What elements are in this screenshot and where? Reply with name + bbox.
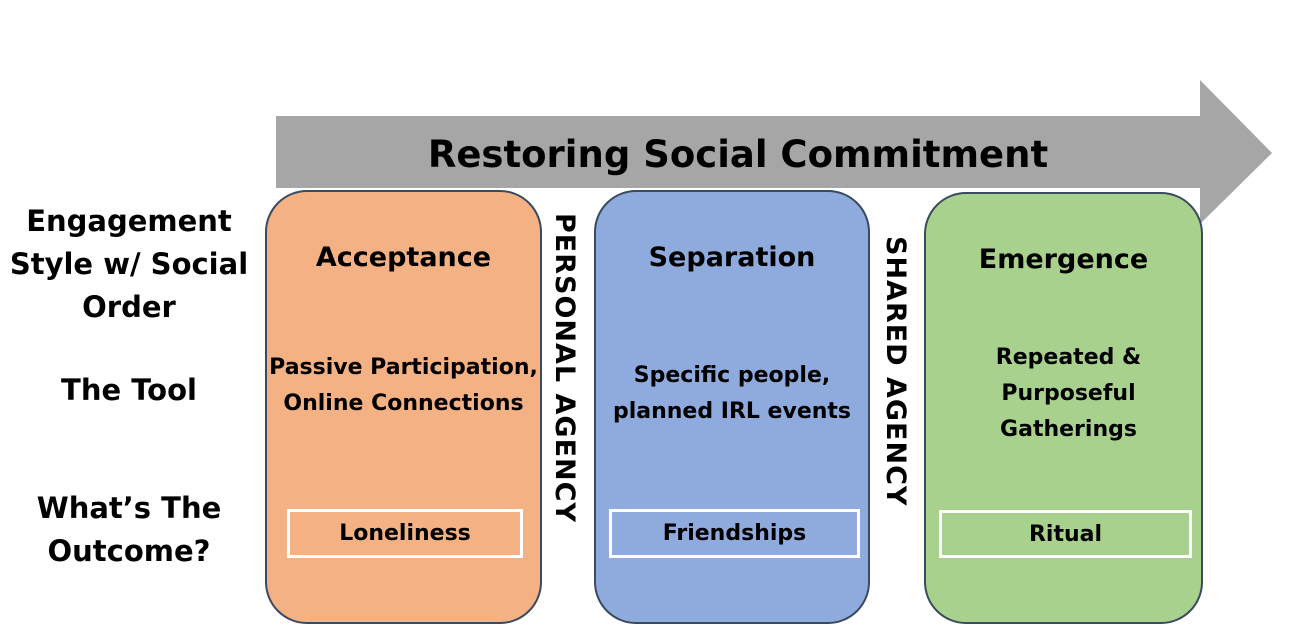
stage-title: Emergence bbox=[978, 244, 1149, 275]
stage-card-emergence: Emergence Repeated & Purposeful Gatherin… bbox=[924, 192, 1203, 624]
arrow-shape bbox=[276, 80, 1272, 224]
row-label-engagement: Engagement Style w/ Social Order bbox=[9, 204, 249, 324]
stage-outcome: Friendships bbox=[609, 509, 860, 558]
stage-outcome: Loneliness bbox=[287, 509, 523, 558]
stage-tool: Specific people, planned IRL events bbox=[612, 363, 852, 424]
stage-tool: Repeated & Purposeful Gatherings bbox=[995, 345, 1142, 442]
arrow-title: Restoring Social Commitment bbox=[427, 132, 1049, 176]
stage-card-separation: Separation Specific people, planned IRL … bbox=[594, 190, 870, 624]
stage-title: Acceptance bbox=[315, 242, 492, 273]
stage-outcome: Ritual bbox=[939, 510, 1192, 558]
shared-agency-label: SHARED AGENCY bbox=[880, 236, 911, 507]
row-label-outcome: What’s The Outcome? bbox=[36, 491, 222, 568]
row-label-tool: The Tool bbox=[61, 373, 197, 407]
stage-card-acceptance: Acceptance Passive Participation, Online… bbox=[265, 190, 542, 624]
stage-title: Separation bbox=[648, 242, 816, 273]
personal-agency-label: PERSONAL AGENCY bbox=[549, 213, 580, 523]
stage-tool: Passive Participation, Online Connection… bbox=[269, 355, 538, 416]
